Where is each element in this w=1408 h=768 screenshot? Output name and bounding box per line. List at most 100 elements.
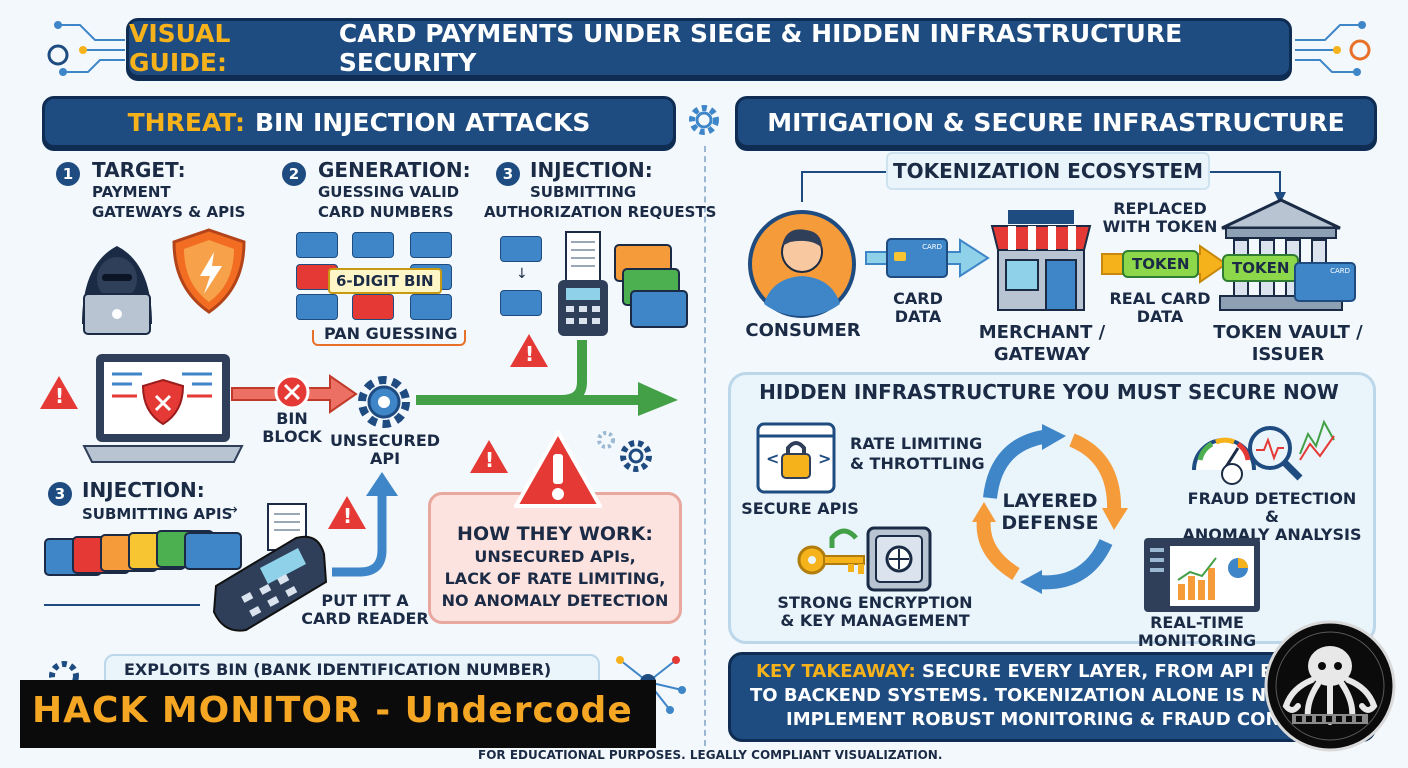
warning-icon: !	[510, 334, 548, 367]
unsecured-api-label: UNSECURED API	[326, 432, 444, 468]
fraud-line1: FRAUD DETECTION &	[1187, 489, 1357, 526]
pan-bracket	[312, 330, 466, 346]
threat-header-accent: THREAT:	[127, 107, 245, 137]
takeaway-line3: IMPLEMENT ROBUST MONITORING & FRAUD CONT…	[786, 709, 1307, 730]
rate-line1: RATE LIMITING	[850, 434, 983, 453]
layered-line2: DEFENSE	[1001, 512, 1099, 534]
takeaway-line1: SECURE EVERY LAYER, FROM API END	[921, 661, 1303, 682]
big-warning-icon	[514, 430, 602, 508]
put-reader-label: PUT ITT A CARD READER	[300, 592, 430, 628]
replaced-line1: REPLACED	[1113, 199, 1207, 218]
card-data-label: CARD DATA	[876, 290, 960, 326]
consumer-avatar-icon	[748, 210, 856, 318]
unsecured-api-line1: UNSECURED	[329, 431, 441, 450]
real-card-label: REAL CARD DATA	[1100, 290, 1220, 326]
exploits-text: EXPLOITS BIN (BANK IDENTIFICATION NUMBER…	[124, 660, 552, 679]
blue-up-arrow	[332, 472, 398, 577]
green-flow-arrow	[416, 340, 678, 416]
layered-defense-label: LAYERED DEFENSE	[990, 490, 1110, 534]
circuit-left-icon	[47, 21, 125, 76]
gear-icon	[689, 105, 719, 135]
takeaway-line2: TO BACKEND SYSTEMS. TOKENIZATION ALONE I…	[750, 685, 1294, 706]
step-1-line2: GATEWAYS & APIS	[92, 203, 246, 221]
laptop-icon	[82, 354, 244, 463]
bin-block-line2: BLOCK	[262, 427, 322, 446]
vault-label: TOKEN VAULT / ISSUER	[1208, 322, 1368, 366]
step-2-title: GENERATION:	[318, 158, 471, 182]
card-reader-icon	[212, 503, 328, 632]
step-1-line1: PAYMENT	[92, 183, 171, 201]
pos-terminal-icon	[558, 231, 608, 336]
warning-icon: !	[40, 376, 78, 409]
bin-block-line1: BIN	[276, 409, 308, 428]
shield-icon	[172, 228, 246, 314]
encryption-line1: STRONG ENCRYPTION	[777, 593, 973, 612]
hacker-icon	[82, 246, 152, 335]
step-3b-number: 3	[48, 482, 72, 506]
blocked-arrow	[231, 374, 358, 414]
layered-line1: LAYERED	[1002, 490, 1098, 512]
card-data-card-word: CARD	[922, 243, 942, 251]
step-2-line1: GUESSING VALID	[318, 183, 460, 201]
card-data-line2: DATA	[894, 307, 942, 326]
card-icon	[500, 290, 542, 316]
rate-line2: & THROTTLING	[850, 454, 985, 473]
replaced-label: REPLACED WITH TOKEN	[1096, 200, 1224, 236]
merchant-store-icon	[990, 210, 1092, 311]
footer-note: FOR EDUCATIONAL PURPOSES. LEGALLY COMPLI…	[478, 748, 943, 762]
how-line2: LACK OF RATE LIMITING,	[444, 569, 666, 588]
step-3-number: 3	[496, 162, 520, 186]
vault-line2: ISSUER	[1251, 344, 1325, 365]
rate-limiting-label: RATE LIMITING & THROTTLING	[850, 434, 985, 474]
step-1-title: TARGET:	[92, 158, 186, 182]
watermark-banner	[20, 680, 656, 748]
step-2-number: 2	[282, 162, 306, 186]
step-3-line2: AUTHORIZATION REQUESTS	[484, 203, 717, 221]
secure-apis-label: SECURE APIS	[741, 499, 859, 518]
hidden-infra-panel	[728, 372, 1376, 644]
warning-icon: !	[328, 496, 366, 529]
card-stack	[44, 530, 244, 600]
octopus-logo-icon	[1264, 620, 1396, 752]
step-3-line1: SUBMITTING	[530, 183, 637, 201]
api-gear-icon	[358, 376, 410, 428]
encryption-line2: & KEY MANAGEMENT	[780, 611, 970, 630]
card-data-card-icon: CARD	[886, 238, 948, 278]
how-title: HOW THEY WORK:	[457, 523, 653, 545]
svg-text:<: <	[766, 449, 779, 468]
title-accent: VISUAL GUIDE:	[129, 19, 231, 77]
how-line3: NO ANOMALY DETECTION	[441, 591, 669, 610]
watermark-text: HACK MONITOR - Undercode	[32, 690, 633, 731]
safe-icon	[866, 526, 932, 592]
real-card-line2: DATA	[1136, 307, 1184, 326]
step-2-line2: CARD NUMBERS	[318, 203, 454, 221]
threat-header: THREAT: BIN INJECTION ATTACKS	[42, 96, 676, 148]
arrow-right-icon: →	[226, 502, 238, 518]
vault-token-pill: TOKEN	[1222, 254, 1300, 282]
layered-defense-cycle-icon	[972, 424, 1128, 594]
monitoring-label: REAL-TIME MONITORING	[1137, 613, 1257, 650]
key-icon	[797, 545, 865, 575]
token-pill: TOKEN	[1122, 250, 1200, 278]
warning-icon: !	[470, 440, 508, 473]
unsecured-api-line2: API	[369, 449, 401, 468]
merchant-line2: GATEWAY	[993, 344, 1091, 365]
monitoring-dashboard-icon	[1144, 538, 1260, 612]
bin-label: 6-DIGIT BIN	[328, 268, 442, 294]
flow-line	[44, 604, 200, 606]
mitigation-header-text: MITIGATION & SECURE INFRASTRUCTURE	[767, 107, 1345, 137]
padlock-open-icon	[829, 528, 858, 548]
card-data-line1: CARD	[893, 289, 943, 308]
pan-guessing-label: PAN GUESSING	[320, 324, 462, 343]
arrow-down-icon: ↓	[516, 266, 528, 282]
section-divider	[704, 146, 706, 746]
merchant-line1: MERCHANT /	[978, 322, 1106, 343]
how-they-work-text: HOW THEY WORK: UNSECURED APIs, LACK OF R…	[428, 522, 682, 612]
circuit-right-icon	[1295, 21, 1371, 76]
title-text: CARD PAYMENTS UNDER SIEGE & HIDDEN INFRA…	[338, 19, 1183, 77]
vault-line1: TOKEN VAULT /	[1213, 322, 1363, 343]
consumer-label: CONSUMER	[745, 320, 861, 341]
small-gears-icon	[597, 431, 652, 472]
step-3-title: INJECTION:	[530, 158, 653, 182]
mitigation-header: MITIGATION & SECURE INFRASTRUCTURE	[735, 96, 1377, 148]
